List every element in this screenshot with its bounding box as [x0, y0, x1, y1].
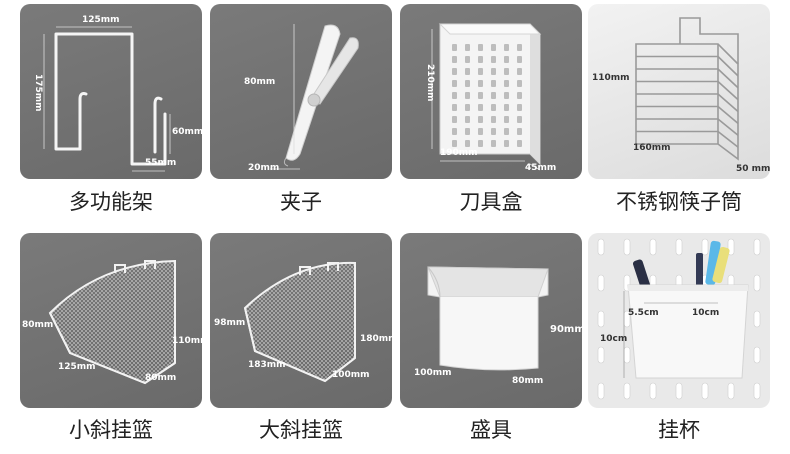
- caption-chopstick-holder: 不锈钢筷子筒: [616, 190, 742, 214]
- product-tile-large-basket[interactable]: 98mm 180mm 183mm 100mm: [210, 233, 392, 408]
- dim-height: 10cm: [600, 334, 628, 344]
- caption-clip: 夹子: [280, 190, 322, 214]
- dim-width: 160mm: [633, 143, 671, 153]
- product-tile-multi-rack[interactable]: 125mm 175mm 60mm 55mm: [20, 4, 202, 179]
- product-tile-clip[interactable]: 80mm 20mm: [210, 4, 392, 179]
- dim-width: 125mm: [82, 15, 120, 25]
- dim-front-height: 98mm: [214, 318, 246, 328]
- product-tile-knife-box[interactable]: 210mm 190mm 45mm: [400, 4, 582, 179]
- dim-width: 100mm: [414, 368, 452, 378]
- dim-depth: 5.5cm: [628, 308, 659, 318]
- caption-multi-rack: 多功能架: [69, 190, 153, 214]
- product-tile-small-basket[interactable]: 80mm 110mm 125mm 80mm: [20, 233, 202, 408]
- dim-width: 125mm: [58, 362, 96, 372]
- dim-length: 80mm: [244, 77, 276, 87]
- dim-height: 175mm: [33, 74, 43, 112]
- product-tile-container[interactable]: 90mm 100mm 80mm: [400, 233, 582, 408]
- dim-depth: 55mm: [145, 158, 177, 168]
- dim-width: 10cm: [692, 308, 720, 318]
- caption-large-basket: 大斜挂篮: [259, 418, 343, 442]
- dim-front-height: 80mm: [22, 320, 54, 330]
- dim-width: 183mm: [248, 360, 286, 370]
- dim-depth: 100mm: [332, 370, 370, 380]
- hanging-cup-image: [597, 238, 761, 400]
- dim-back-height: 180mm: [360, 334, 392, 344]
- dim-height: 110mm: [592, 73, 630, 83]
- dim-height: 210mm: [425, 64, 435, 102]
- clip-image: [270, 24, 359, 170]
- dim-width: 190mm: [440, 148, 478, 158]
- dim-depth: 80mm: [512, 376, 544, 386]
- chopstick-holder-image: [635, 17, 739, 161]
- caption-hanging-cup: 挂杯: [658, 418, 700, 442]
- multi-rack-image: [43, 26, 171, 172]
- small-basket-image: [48, 259, 176, 385]
- dim-depth: 80mm: [145, 373, 177, 383]
- dim-height: 90mm: [550, 324, 582, 335]
- dim-depth: 50 mm: [736, 164, 770, 174]
- caption-container: 盛具: [470, 418, 512, 442]
- dim-back-height: 110mm: [172, 336, 202, 346]
- large-basket-image: [243, 261, 356, 383]
- product-tile-hanging-cup[interactable]: 5.5cm 10cm 10cm: [588, 233, 770, 408]
- product-tile-chopstick-holder[interactable]: 110mm 160mm 50 mm: [588, 4, 770, 179]
- knife-box-image: [431, 23, 542, 171]
- dim-hook-height: 60mm: [172, 127, 202, 137]
- container-image: [427, 266, 549, 371]
- caption-knife-box: 刀具盒: [459, 190, 523, 214]
- dim-width: 20mm: [248, 163, 280, 173]
- caption-small-basket: 小斜挂篮: [69, 418, 153, 442]
- dim-depth: 45mm: [525, 163, 557, 173]
